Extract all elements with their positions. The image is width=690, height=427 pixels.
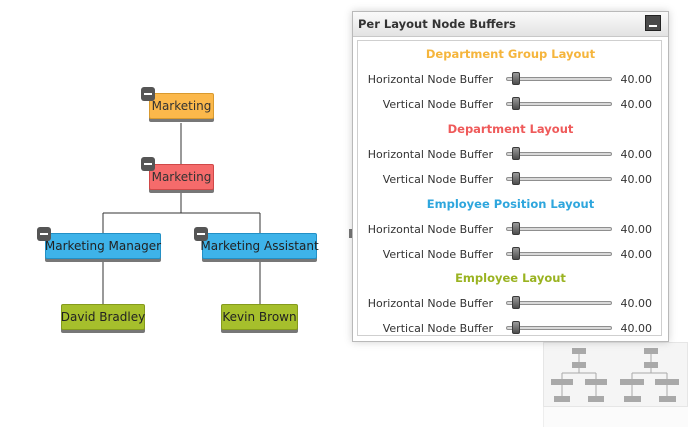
slider-track bbox=[506, 227, 612, 231]
slider-track bbox=[506, 102, 612, 106]
minus-icon bbox=[144, 93, 152, 95]
employee-horizontal-buffer-slider[interactable] bbox=[506, 296, 612, 310]
minimize-button[interactable] bbox=[645, 15, 661, 31]
employee-position-horizontal-buffer-slider[interactable] bbox=[506, 222, 612, 236]
employee-position-vertical-buffer-label: Vertical Node Buffer bbox=[382, 248, 493, 261]
collapse-button[interactable] bbox=[37, 227, 51, 241]
employee-horizontal-buffer-value: 40.00 bbox=[620, 297, 653, 310]
slider-thumb[interactable] bbox=[512, 247, 520, 260]
slider-thumb[interactable] bbox=[512, 97, 520, 110]
employee-vertical-buffer-slider[interactable] bbox=[506, 321, 612, 335]
overview-footer bbox=[543, 407, 688, 427]
collapse-button[interactable] bbox=[194, 227, 208, 241]
minus-icon bbox=[144, 163, 152, 165]
employee-position-horizontal-buffer-value: 40.00 bbox=[620, 223, 653, 236]
node-marketing-department[interactable]: Marketing bbox=[149, 164, 214, 190]
node-kevin-brown[interactable]: Kevin Brown bbox=[221, 304, 298, 330]
slider-track bbox=[506, 301, 612, 305]
section-title-department: Department Layout bbox=[447, 122, 574, 136]
department-horizontal-buffer-value: 40.00 bbox=[620, 148, 653, 161]
panel-title: Per Layout Node Buffers bbox=[358, 17, 516, 31]
department-horizontal-buffer-label: Horizontal Node Buffer bbox=[367, 148, 493, 161]
slider-thumb[interactable] bbox=[512, 147, 520, 160]
department-group-horizontal-buffer-value: 40.00 bbox=[620, 73, 653, 86]
slider-thumb[interactable] bbox=[512, 321, 520, 334]
slider-track bbox=[506, 152, 612, 156]
minus-icon bbox=[197, 233, 205, 235]
department-group-horizontal-buffer-label: Horizontal Node Buffer bbox=[367, 73, 493, 86]
department-group-vertical-buffer-value: 40.00 bbox=[620, 98, 653, 111]
slider-track bbox=[506, 252, 612, 256]
employee-horizontal-buffer-label: Horizontal Node Buffer bbox=[367, 297, 493, 310]
department-vertical-buffer-value: 40.00 bbox=[620, 173, 653, 186]
department-group-vertical-buffer-label: Vertical Node Buffer bbox=[382, 98, 493, 111]
slider-thumb[interactable] bbox=[512, 296, 520, 309]
overview-thumbnail bbox=[551, 348, 679, 402]
slider-thumb[interactable] bbox=[512, 172, 520, 185]
section-title-employee: Employee Layout bbox=[455, 271, 566, 285]
department-group-vertical-buffer-slider[interactable] bbox=[506, 97, 612, 111]
node-marketing-group[interactable]: Marketing bbox=[149, 93, 214, 119]
department-vertical-buffer-label: Vertical Node Buffer bbox=[382, 173, 493, 186]
node-david-bradley[interactable]: David Bradley bbox=[61, 304, 145, 330]
employee-position-vertical-buffer-slider[interactable] bbox=[506, 247, 612, 261]
minus-icon bbox=[40, 233, 48, 235]
panel-edge-handle bbox=[349, 229, 352, 238]
minimize-icon bbox=[649, 25, 657, 27]
slider-track bbox=[506, 77, 612, 81]
employee-position-horizontal-buffer-label: Horizontal Node Buffer bbox=[367, 223, 493, 236]
employee-position-vertical-buffer-value: 40.00 bbox=[620, 248, 653, 261]
slider-thumb[interactable] bbox=[512, 72, 520, 85]
node-marketing-manager[interactable]: Marketing Manager bbox=[45, 233, 161, 259]
department-vertical-buffer-slider[interactable] bbox=[506, 172, 612, 186]
department-horizontal-buffer-slider[interactable] bbox=[506, 147, 612, 161]
node-marketing-assistant[interactable]: Marketing Assistant bbox=[200, 233, 319, 259]
collapse-button[interactable] bbox=[141, 157, 155, 171]
slider-track bbox=[506, 177, 612, 181]
employee-vertical-buffer-label: Vertical Node Buffer bbox=[382, 322, 493, 335]
department-group-horizontal-buffer-slider[interactable] bbox=[506, 72, 612, 86]
node-buffers-panel: Per Layout Node Buffers Department Group… bbox=[352, 11, 669, 342]
collapse-button[interactable] bbox=[141, 87, 155, 101]
section-title-employee-position: Employee Position Layout bbox=[426, 197, 595, 211]
panel-header[interactable]: Per Layout Node Buffers bbox=[353, 12, 668, 37]
section-title-department-group: Department Group Layout bbox=[425, 47, 596, 61]
slider-track bbox=[506, 326, 612, 330]
diagram-overview[interactable] bbox=[543, 342, 688, 407]
slider-thumb[interactable] bbox=[512, 222, 520, 235]
employee-vertical-buffer-value: 40.00 bbox=[620, 322, 653, 335]
